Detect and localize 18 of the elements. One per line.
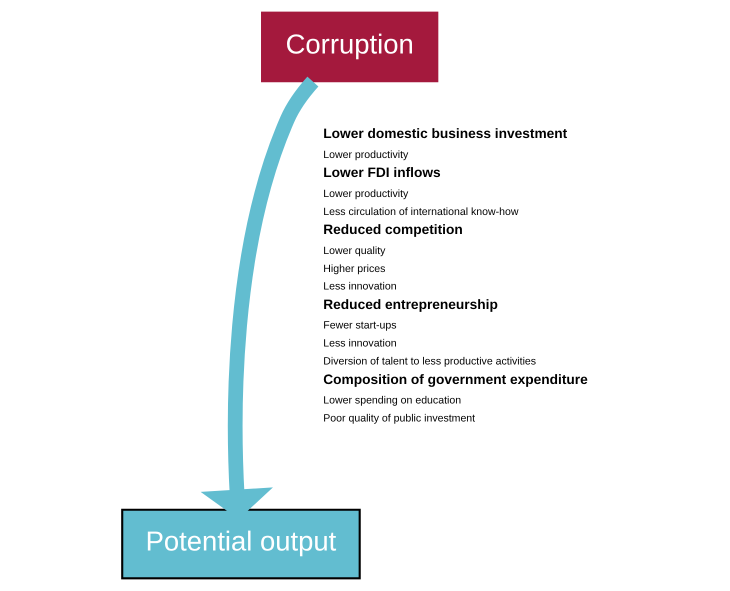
label: Lower domestic business investment bbox=[322, 126, 567, 142]
label: Lower quality bbox=[322, 244, 385, 257]
label: Diversion of talent to less productive activities bbox=[322, 356, 536, 368]
label: Lower productivity bbox=[322, 188, 408, 200]
label: Lower FDI inflows bbox=[322, 165, 440, 180]
label: Reduced competition bbox=[322, 222, 462, 238]
label: Less circulation of international know-how bbox=[322, 206, 518, 218]
label: Fewer start-ups bbox=[322, 320, 396, 332]
label: Lower productivity bbox=[322, 148, 408, 161]
node-box: Corruption bbox=[260, 12, 438, 82]
label: Lower spending on education bbox=[322, 394, 461, 407]
label: Reduced entrepreneurship bbox=[322, 297, 498, 312]
label: Higher prices bbox=[322, 262, 385, 275]
label: Poor quality of public investment bbox=[322, 412, 475, 425]
node-box: Potential output bbox=[120, 508, 360, 580]
label: Composition of government expenditure bbox=[322, 372, 588, 388]
label: Less innovation bbox=[322, 338, 396, 350]
label: Less innovation bbox=[322, 280, 396, 293]
